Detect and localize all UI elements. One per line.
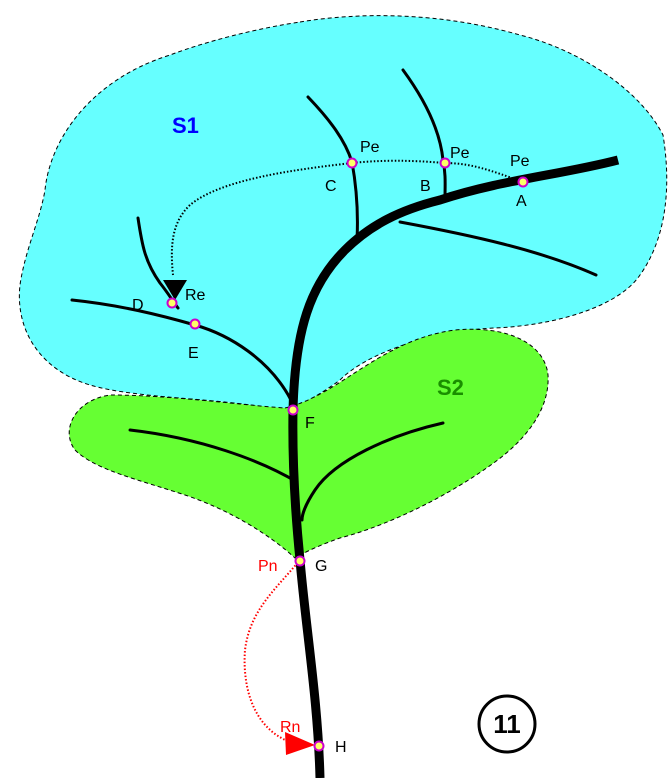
point-d xyxy=(166,297,178,309)
zone-s2 xyxy=(68,328,549,559)
label-g: G xyxy=(315,558,327,575)
path-pn-to-rn xyxy=(243,559,301,746)
rn-arrowhead xyxy=(285,732,315,755)
label-h: H xyxy=(335,739,347,756)
marker-pn: Pn xyxy=(258,558,278,575)
badge-circle xyxy=(477,694,537,754)
re-arrowhead xyxy=(163,280,187,300)
point-pe-c xyxy=(346,157,358,169)
label-e: E xyxy=(188,345,199,362)
marker-rn: Rn xyxy=(280,719,300,736)
label-c: C xyxy=(325,178,337,195)
point-h xyxy=(313,740,325,752)
badge-number: 11 xyxy=(493,709,521,739)
label-b: B xyxy=(420,178,431,195)
marker-re: Re xyxy=(185,287,206,304)
marker-pe-c: Pe xyxy=(360,139,380,156)
label-a: A xyxy=(516,193,527,210)
points xyxy=(166,157,529,752)
main-river xyxy=(288,155,620,778)
point-e xyxy=(189,318,201,330)
zone-s1 xyxy=(18,15,668,413)
marker-pe-b: Pe xyxy=(450,145,470,162)
label-f: F xyxy=(305,415,315,432)
marker-pe-a: Pe xyxy=(510,153,530,170)
point-g xyxy=(294,555,306,567)
point-pe-b xyxy=(439,157,451,169)
label-d: D xyxy=(132,297,144,314)
point-f xyxy=(287,404,299,416)
point-a xyxy=(517,176,529,188)
zone-s2-label: S2 xyxy=(437,375,464,400)
zone-s1-label: S1 xyxy=(172,113,199,138)
path-pe-to-re xyxy=(170,159,524,276)
